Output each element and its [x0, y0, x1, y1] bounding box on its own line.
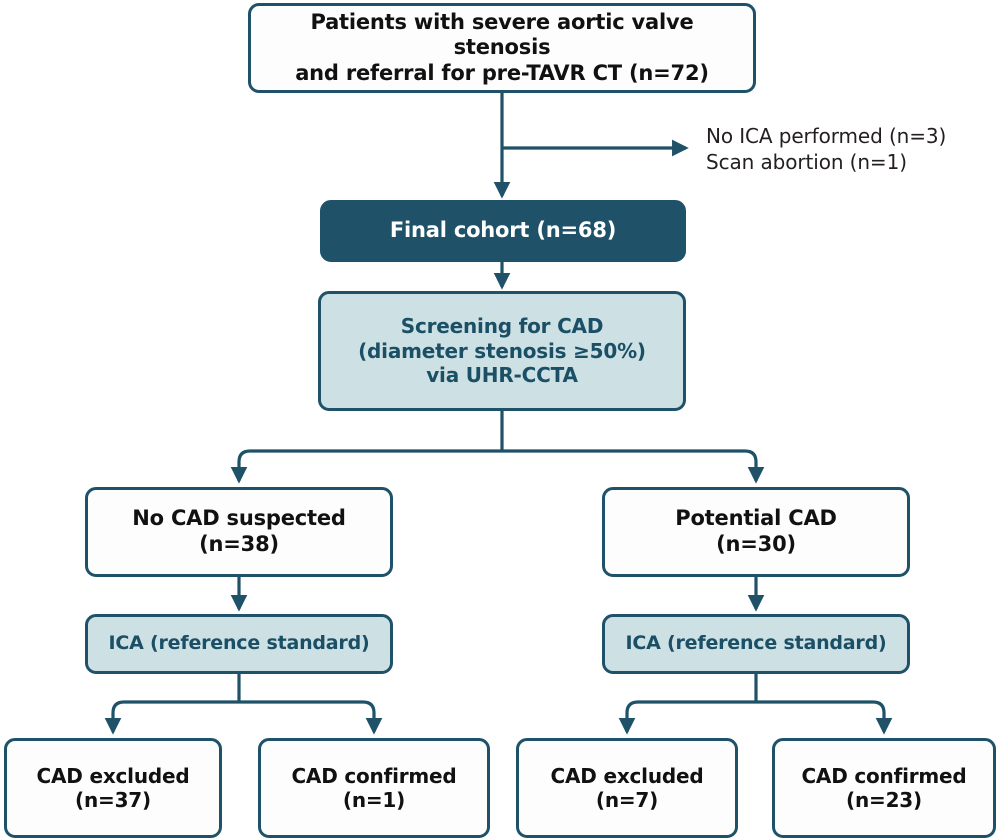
node-ica-right-label: ICA (reference standard)	[625, 632, 887, 655]
connector-screening-to-nocad	[230, 449, 502, 484]
node-screening-line-1: Screening for CAD	[400, 314, 604, 339]
node-outcome-cad-confirmed-left: CAD confirmed (n=1)	[258, 738, 490, 838]
node-outcome-cad-confirmed-right: CAD confirmed (n=23)	[772, 738, 996, 838]
node-outcome-2-line-1: CAD confirmed	[291, 763, 457, 788]
node-ica-reference-standard-left: ICA (reference standard)	[85, 614, 393, 674]
node-ica-reference-standard-right: ICA (reference standard)	[602, 614, 910, 674]
node-outcome-3-line-1: CAD excluded	[550, 763, 704, 788]
node-ica-left-label: ICA (reference standard)	[108, 632, 370, 655]
node-source-line-1: Patients with severe aortic valve stenos…	[310, 9, 694, 60]
node-source-population: Patients with severe aortic valve stenos…	[248, 3, 756, 93]
node-outcome-cad-excluded-left: CAD excluded (n=37)	[4, 738, 222, 838]
annotation-exclusions-line-2: Scan abortion (n=1)	[706, 150, 907, 174]
node-screening-for-cad: Screening for CAD (diameter stenosis ≥50…	[318, 291, 686, 411]
node-screening-line-2: (diameter stenosis ≥50%)	[358, 338, 646, 363]
node-no-cad-suspected-line-1: No CAD suspected	[132, 506, 346, 531]
connector-ica-left-to-outcome1	[104, 700, 239, 735]
node-outcome-4-line-1: CAD confirmed	[801, 763, 967, 788]
node-potential-cad-line-2: (n=30)	[716, 532, 796, 556]
node-no-cad-suspected-line-2: (n=38)	[199, 532, 279, 556]
node-no-cad-suspected: No CAD suspected (n=38)	[85, 487, 393, 577]
node-outcome-1-line-1: CAD excluded	[36, 763, 190, 788]
node-outcome-cad-excluded-right: CAD excluded (n=7)	[516, 738, 738, 838]
node-final-cohort: Final cohort (n=68)	[320, 200, 686, 262]
node-outcome-1-line-2: (n=37)	[75, 788, 151, 812]
connector-ica-left-to-outcome2	[239, 700, 383, 735]
node-outcome-2-line-2: (n=1)	[342, 788, 406, 812]
node-source-line-2: and referral for pre-TAVR CT (n=72)	[295, 60, 709, 85]
node-final-cohort-label: Final cohort (n=68)	[389, 218, 617, 243]
node-screening-line-3: via UHR-CCTA	[426, 363, 578, 388]
node-potential-cad: Potential CAD (n=30)	[602, 487, 910, 577]
annotation-exclusions: No ICA performed (n=3) Scan abortion (n=…	[706, 123, 946, 175]
annotation-exclusions-line-1: No ICA performed (n=3)	[706, 124, 947, 148]
node-potential-cad-line-1: Potential CAD	[675, 506, 837, 531]
node-outcome-3-line-2: (n=7)	[595, 788, 659, 812]
node-outcome-4-line-2: (n=23)	[846, 788, 922, 812]
connector-ica-right-to-outcome4	[756, 700, 893, 735]
connector-screening-to-potcad	[502, 449, 765, 484]
connector-ica-right-to-outcome3	[618, 700, 756, 735]
